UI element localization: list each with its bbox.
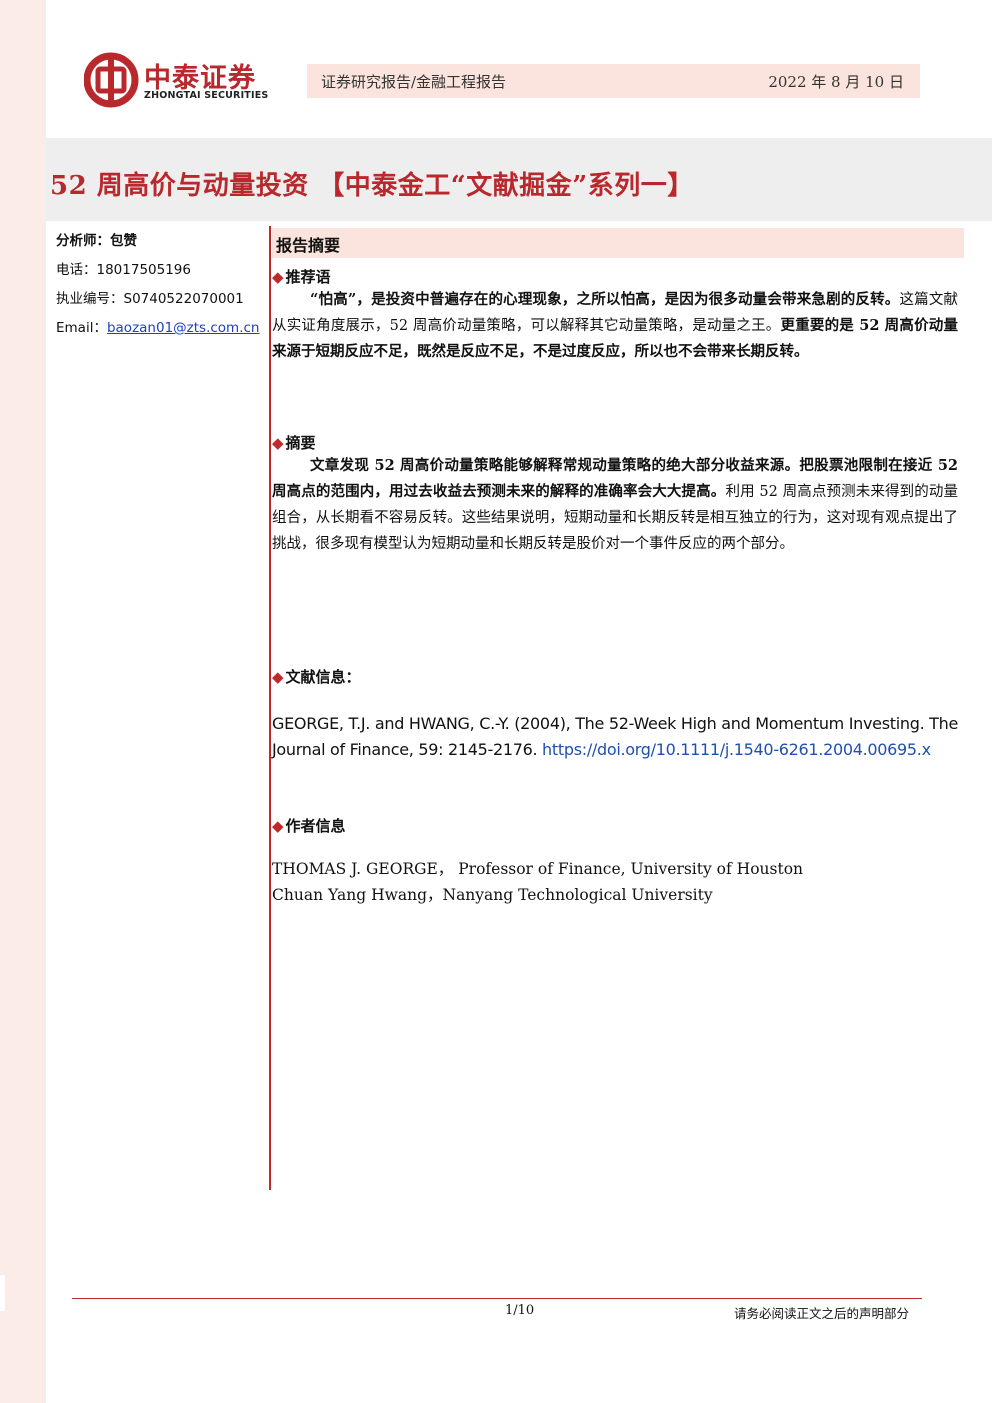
literature-heading: ◆文献信息： [272,668,361,686]
phone-label: 电话： [56,262,97,278]
diamond-bullet-icon: ◆ [272,434,284,452]
summary-header-label: 报告摘要 [276,236,341,255]
citation: GEORGE, T.J. and HWANG, C.-Y. (2004), Th… [272,714,959,759]
authors-heading: ◆作者信息 [272,817,346,835]
margin-mark [0,1275,5,1311]
footer-disclaimer: 请务必阅读正文之后的声明部分 [734,1306,910,1321]
abstract-heading: ◆摘要 [272,434,316,452]
report-date: 2022 年 8 月 10 日 [768,72,904,91]
column-divider [269,226,271,1190]
author-line-1: THOMAS J. GEORGE， Professor of Finance, … [272,860,804,878]
recommend-paragraph: “怕高”，是投资中普遍存在的心理现象，之所以怕高，是因为很多动量会带来急剧的反转… [272,291,959,360]
doi-link[interactable]: https://doi.org/10.1111/j.1540-6261.2004… [542,740,931,759]
abstract-paragraph: 文章发现 52 周高价动量策略能够解释常规动量策略的绝大部分收益来源。把股票池限… [272,457,959,552]
phone-value: 18017505196 [96,262,191,278]
diamond-bullet-icon: ◆ [272,817,284,835]
left-margin-strip [0,0,46,1403]
analyst-name-row: 分析师：包赞 [56,229,266,258]
analyst-label: 分析师： [56,233,110,249]
license-label: 执业编号： [56,291,124,307]
abstract-section: ◆摘要 文章发现 52 周高价动量策略能够解释常规动量策略的绝大部分收益来源。把… [272,432,958,557]
title-band: 52 周高价与动量投资 【中泰金工“文献掘金”系列一】 [46,138,992,221]
analyst-name: 包赞 [110,233,137,249]
report-title: 52 周高价与动量投资 【中泰金工“文献掘金”系列一】 [50,171,694,201]
page-number: 1/10 [505,1303,535,1318]
report-type: 证券研究报告/金融工程报告 [321,72,507,91]
brand-logo: 中泰证券 ZHONGTAI SECURITIES [84,52,284,112]
authors-section: ◆作者信息 THOMAS J. GEORGE， Professor of Fin… [272,815,958,908]
recommend-section: ◆推荐语 “怕高”，是投资中普遍存在的心理现象，之所以怕高，是因为很多动量会带来… [272,266,958,365]
diamond-bullet-icon: ◆ [272,268,284,286]
report-header-band: 证券研究报告/金融工程报告 2022 年 8 月 10 日 [307,64,920,98]
literature-section: ◆文献信息： GEORGE, T.J. and HWANG, C.-Y. (20… [272,666,958,763]
diamond-bullet-icon: ◆ [272,668,284,686]
license-value: S0740522070001 [123,291,244,307]
author-line-2: Chuan Yang Hwang，Nanyang Technological U… [272,886,713,904]
analyst-phone-row: 电话：18017505196 [56,258,266,287]
summary-header: 报告摘要 [272,228,964,258]
analyst-license-row: 执业编号：S0740522070001 [56,287,266,316]
email-label: Email： [56,320,107,336]
analyst-email-row: Email：baozan01@zts.com.cn [56,316,266,345]
brand-seal-icon [84,52,139,108]
analyst-info: 分析师：包赞 电话：18017505196 执业编号：S074052207000… [56,229,266,345]
brand-name-cn: 中泰证券 [144,63,256,94]
brand-name-en: ZHONGTAI SECURITIES [144,90,269,101]
footer-divider [72,1298,922,1299]
recommend-heading: ◆推荐语 [272,268,331,286]
email-link[interactable]: baozan01@zts.com.cn [106,320,260,336]
